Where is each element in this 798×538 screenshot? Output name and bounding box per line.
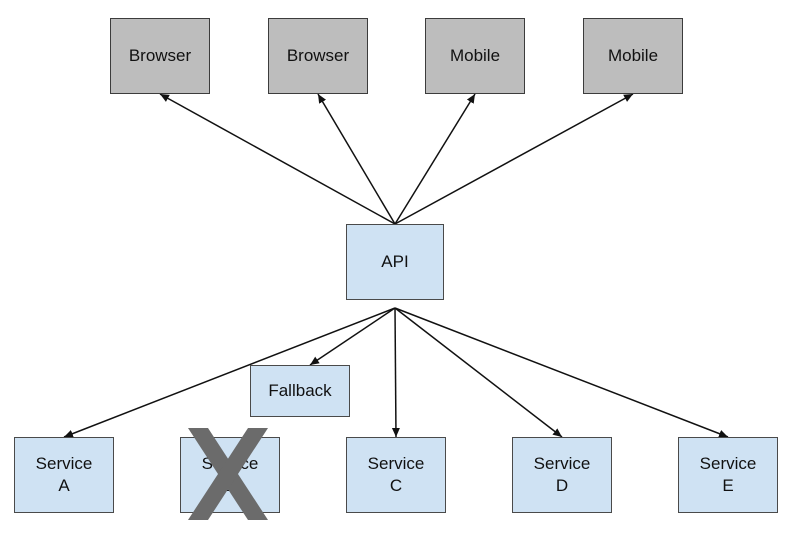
node-label: Mobile <box>607 46 659 65</box>
node-label: Mobile <box>449 46 501 65</box>
edge-api-to-browser-1 <box>159 93 396 225</box>
edge-api-to-mobile-2 <box>394 93 634 225</box>
service-node-e: Service E <box>678 437 778 513</box>
node-label-line2: A <box>58 476 70 495</box>
service-node-d: Service D <box>512 437 612 513</box>
node-label-line2: E <box>722 476 734 495</box>
api-node: API <box>346 224 444 300</box>
client-node-browser-1: Browser <box>110 18 210 94</box>
client-node-browser-2: Browser <box>268 18 368 94</box>
node-label: Browser <box>286 46 350 65</box>
service-node-a: Service A <box>14 437 114 513</box>
edge-api-to-service-e <box>394 307 729 438</box>
client-node-mobile-2: Mobile <box>583 18 683 94</box>
node-label: Browser <box>128 46 192 65</box>
node-label-line2: D <box>555 476 569 495</box>
edge-api-to-service-a <box>63 307 396 438</box>
edge-api-to-browser-2 <box>317 93 396 225</box>
node-label-line2: C <box>389 476 403 495</box>
node-label-line1: Service <box>699 454 757 473</box>
service-node-c: Service C <box>346 437 446 513</box>
node-label: Fallback <box>268 381 332 400</box>
node-label-line1: Service <box>367 454 425 473</box>
edge-api-to-service-c <box>391 307 400 438</box>
client-node-mobile-1: Mobile <box>425 18 525 94</box>
node-label: API <box>381 252 409 271</box>
node-label-line1: Service <box>35 454 93 473</box>
edge-api-to-fallback <box>309 307 396 366</box>
failed-x-icon <box>188 428 268 520</box>
fallback-node: Fallback <box>250 365 350 417</box>
edge-api-to-service-d <box>394 307 563 438</box>
edge-api-to-mobile-1 <box>394 93 476 225</box>
node-label-line1: Service <box>533 454 591 473</box>
